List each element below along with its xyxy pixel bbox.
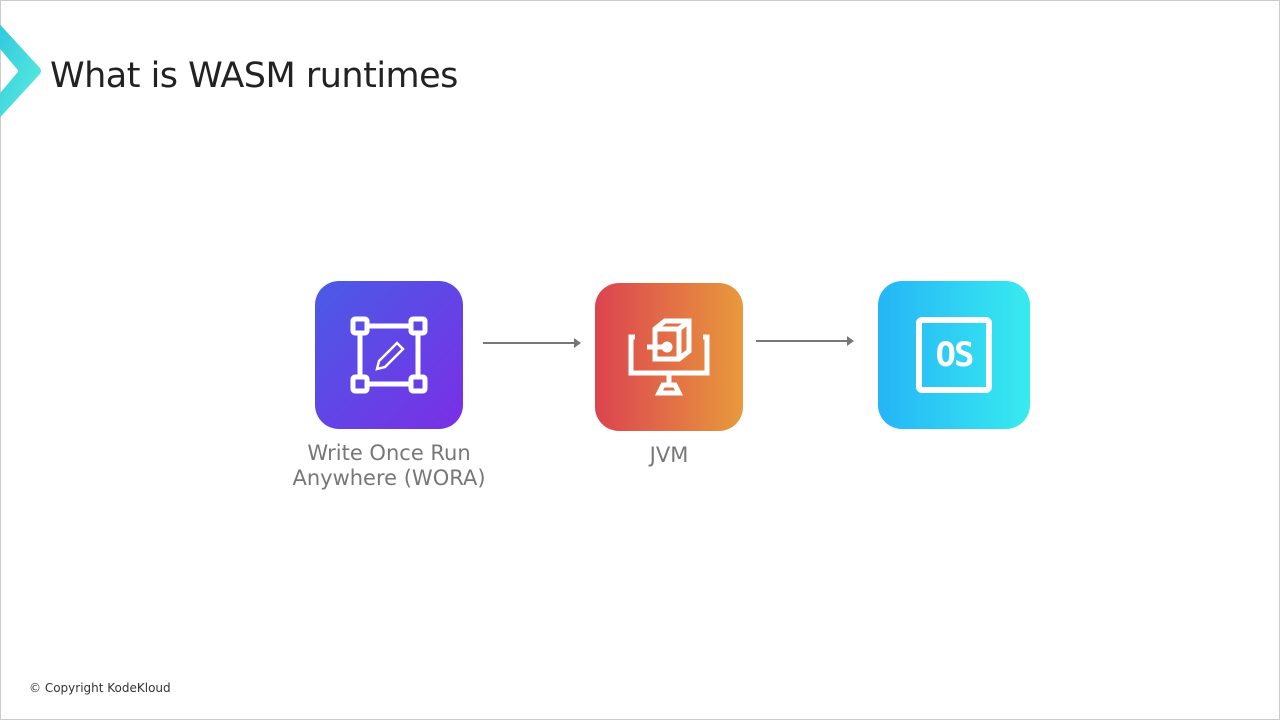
os-icon: OS [916,317,992,393]
wora-label: Write Once Run Anywhere (WORA) [292,441,486,490]
logo-chevron-icon [0,24,41,118]
page-title: What is WASM runtimes [50,56,458,96]
wora-node [315,281,463,429]
os-node: OS [878,281,1030,429]
monitor-cube-icon [628,318,710,396]
jvm-label: JVM [649,443,689,467]
arrow-1 [483,338,581,348]
copyright-footer: © Copyright KodeKloud [29,681,171,695]
arrow-2 [756,336,854,346]
edit-frame-icon [350,316,428,394]
jvm-node [595,283,743,431]
